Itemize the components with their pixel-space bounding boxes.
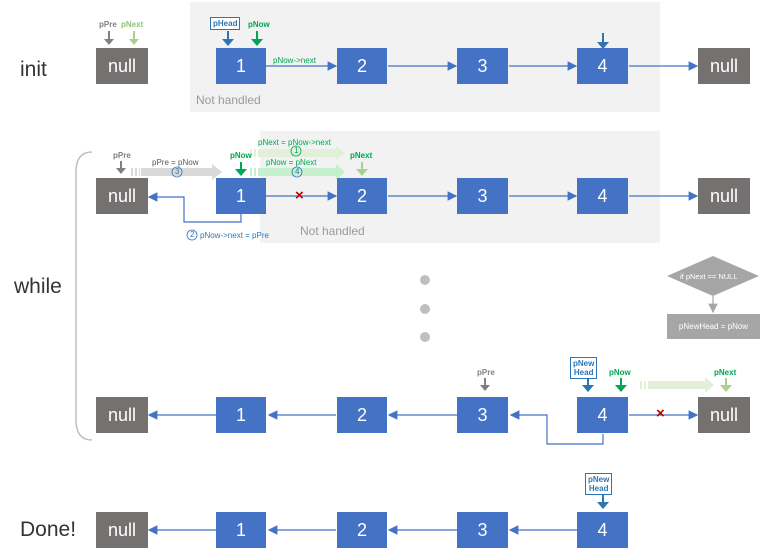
edge-while-1-prev [147,192,242,223]
node-null: null [96,512,148,548]
row-label-done: Done! [20,518,77,541]
not-handled-note: Not handled [196,93,261,107]
circle-2-number: 2 [190,230,195,239]
node-1: 1 [216,48,266,84]
decision-condition: if pNext == NULL [680,272,738,281]
step3-arrow [141,164,222,180]
node-2: 2 [337,397,387,433]
circle-3-number: 3 [175,167,180,176]
pointer-ppre: pPre [113,151,131,160]
pointer-pnow: pNow [248,20,270,29]
init-edge-label: pNow->next [273,56,316,65]
node-4: 4 [577,178,628,214]
step1-arrow [258,146,345,160]
node-1: 1 [216,512,266,548]
cut-link-cross: × [656,405,665,422]
step1-label: pNext = pNow->next [258,138,331,147]
node-1: 1 [216,397,266,433]
circle-1 [290,145,302,157]
pointer-pnext: pNext [714,368,737,377]
step4-label: pNow = pNext [266,158,317,167]
step2-label: pNow->next = pPre [200,231,269,240]
node-null: null [698,397,750,433]
circle-1-number: 1 [294,146,299,155]
node-null: null [698,48,750,84]
ellipsis-dot [420,304,430,314]
edge-w2-4-3 [509,410,604,445]
pointer-pnow: pNow [230,151,252,160]
node-2: 2 [337,48,387,84]
decision-action: pNewHead = pNow [667,314,760,339]
decision-diamond [667,256,759,296]
row-label-init: init [20,58,47,81]
pointer-pnext: pNext [121,20,144,29]
node-2: 2 [337,512,387,548]
pointer-arrows [104,31,732,509]
node-3: 3 [457,397,508,433]
pointer-ppre: pPre [99,20,117,29]
node-3: 3 [457,178,508,214]
pointer-phead: pHead [210,17,241,30]
node-1: 1 [216,178,266,214]
node-4: 4 [577,48,628,84]
node-null: null [96,178,148,214]
row-label-while: while [14,275,62,298]
circle-4 [291,166,303,178]
node-null: null [96,397,148,433]
node-3: 3 [457,512,508,548]
node-4: 4 [577,397,628,433]
cut-link-cross: × [295,187,304,204]
not-handled-note: Not handled [300,224,365,238]
pnewhead-line1: pNew [573,359,595,368]
pointer-pnewhead: pNew Head [570,357,598,379]
node-null: null [96,48,148,84]
ellipsis-dot [420,332,430,342]
w2-pnext-arrow [648,377,714,393]
circle-3 [171,166,183,178]
node-3: 3 [457,48,508,84]
circle-4-number: 4 [295,167,300,176]
circle-2 [186,229,198,241]
node-null: null [698,178,750,214]
pnewhead-line1: pNew [588,475,610,484]
pnewhead-line2: Head [573,368,594,377]
node-2: 2 [337,178,387,214]
step3-label: pPre = pNow [152,158,199,167]
pnewhead-line2: Head [588,484,609,493]
pointer-ppre: pPre [477,368,495,377]
ellipsis-dot [420,275,430,285]
pointer-pnext: pNext [350,151,373,160]
node-4: 4 [577,512,628,548]
step4-arrow [258,164,345,180]
while-bracket [75,151,93,441]
pointer-pnow: pNow [609,368,631,377]
pointer-pnewhead: pNew Head [585,473,613,495]
